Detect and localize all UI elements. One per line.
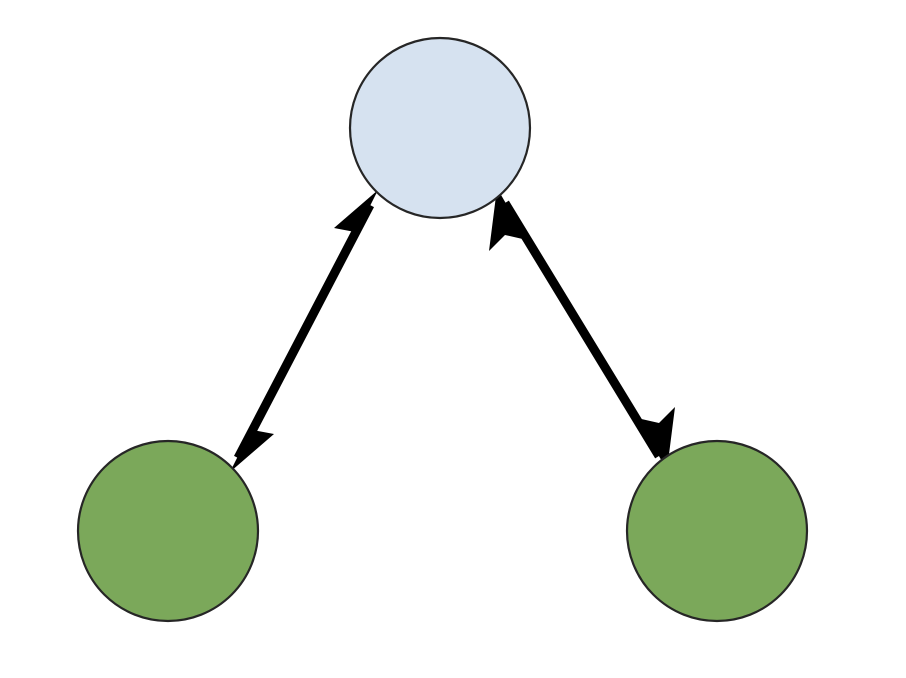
bottom-right-green-node-circle[interactable]	[625, 439, 809, 623]
edge-layer	[230, 188, 675, 472]
edge-top-to-bottom-left[interactable]	[230, 190, 378, 472]
edge-right-arrowhead-to-bottom-right	[637, 407, 675, 470]
bottom-left-green-node-circle[interactable]	[76, 439, 260, 623]
bottom-left-green-node[interactable]	[76, 439, 260, 623]
top-blue-node-circle[interactable]	[348, 36, 532, 220]
bottom-right-green-node[interactable]	[625, 439, 809, 623]
top-blue-node[interactable]	[348, 36, 532, 220]
edge-left-arrowhead-to-bottom-left	[230, 410, 274, 472]
edge-right-arrowhead-to-top	[489, 188, 527, 251]
edge-right-shaft	[501, 200, 663, 459]
edge-left-arrowhead-to-top	[334, 190, 378, 252]
node-layer	[76, 36, 809, 623]
edge-top-to-bottom-right[interactable]	[489, 188, 675, 470]
edge-left-shaft	[234, 202, 374, 461]
